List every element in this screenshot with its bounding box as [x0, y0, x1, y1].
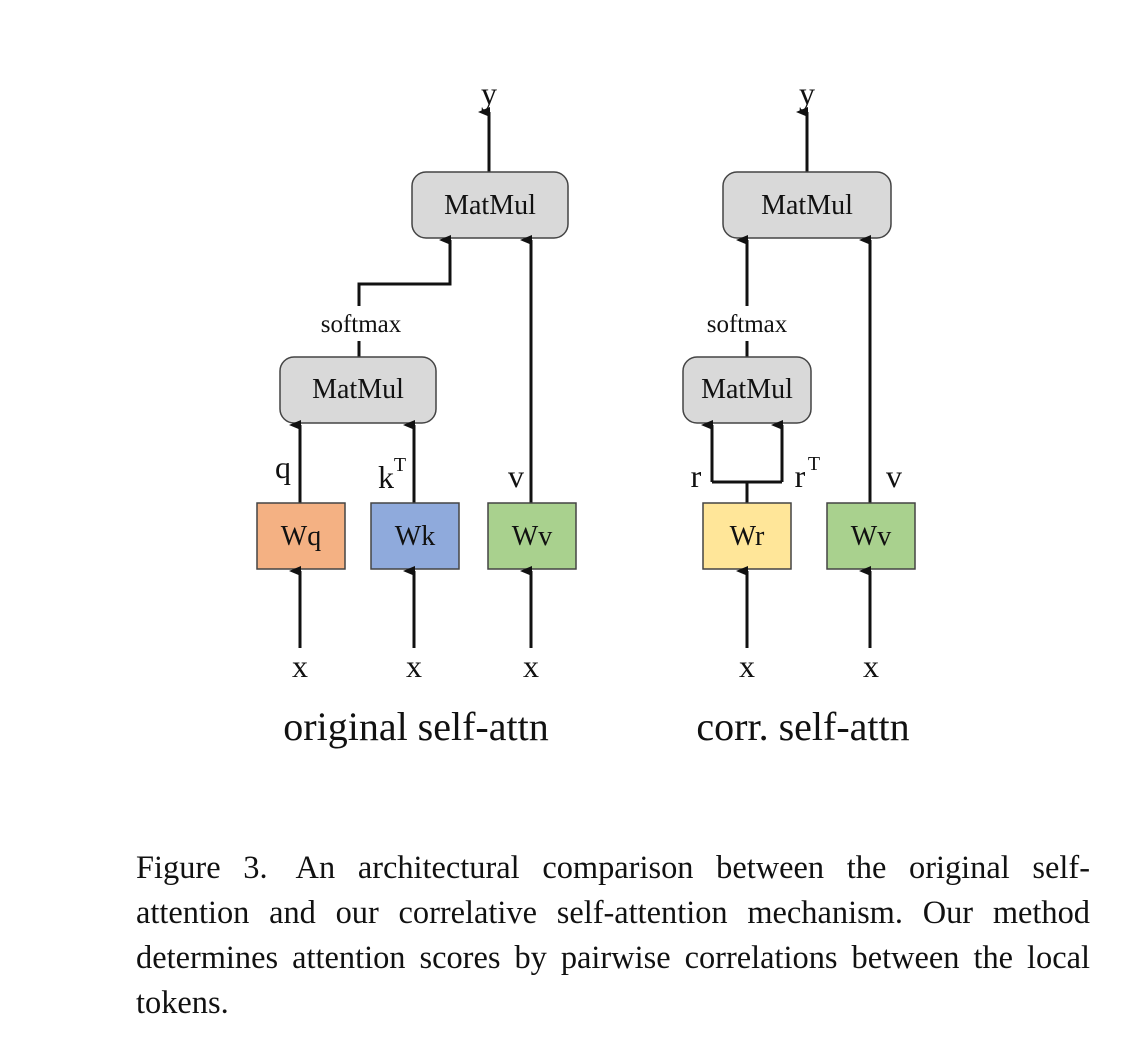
- left-input-x-2: x: [406, 648, 422, 684]
- left-q-label: q: [275, 449, 291, 485]
- right-inner-matmul-label: MatMul: [701, 374, 793, 405]
- left-wk-node: Wk: [370, 502, 460, 570]
- right-input-x-1: x: [739, 648, 755, 684]
- left-wq-label: Wq: [281, 521, 321, 552]
- left-top-matmul-node: MatMul: [411, 171, 569, 239]
- caption-text: An architectural comparison between the …: [136, 850, 1090, 1021]
- left-input-x-3: x: [523, 648, 539, 684]
- left-input-x-1: x: [292, 648, 308, 684]
- right-input-x-2: x: [863, 648, 879, 684]
- left-softmax-arrow: [357, 235, 452, 306]
- left-softmax-label: softmax: [321, 311, 402, 338]
- left-wk-label: Wk: [395, 521, 435, 552]
- right-softmax-label: softmax: [707, 311, 788, 338]
- left-inner-matmul-node: MatMul: [279, 356, 437, 424]
- right-diagram-title: corr. self-attn: [696, 704, 909, 749]
- right-wr-node: Wr: [702, 502, 792, 570]
- right-wr-label: Wr: [730, 521, 765, 552]
- right-r-label: r: [691, 458, 702, 494]
- right-wv-node: Wv: [826, 502, 916, 570]
- right-output-label: y: [799, 75, 815, 111]
- right-rt-label: r: [795, 458, 806, 494]
- original-self-attn-diagram: y MatMul v softmax MatMul q k T Wq: [256, 75, 577, 749]
- left-wv-node: Wv: [487, 502, 577, 570]
- right-inner-matmul-node: MatMul: [682, 356, 812, 424]
- right-top-matmul-label: MatMul: [761, 190, 853, 221]
- architecture-diagram: y MatMul v softmax MatMul q k T Wq: [256, 75, 916, 749]
- left-output-label: y: [481, 75, 497, 111]
- left-wq-node: Wq: [256, 502, 346, 570]
- figure-caption: Figure 3.An architectural comparison bet…: [136, 846, 1090, 1026]
- right-rt-superscript: T: [808, 453, 820, 475]
- left-diagram-title: original self-attn: [283, 704, 548, 749]
- left-v-label: v: [508, 458, 524, 494]
- left-k-superscript: T: [394, 454, 406, 476]
- left-k-label: k: [378, 459, 394, 495]
- figure-number: Figure 3.: [136, 850, 268, 886]
- left-inner-matmul-label: MatMul: [312, 374, 404, 405]
- left-wv-label: Wv: [512, 521, 552, 552]
- left-top-matmul-label: MatMul: [444, 190, 536, 221]
- right-top-matmul-node: MatMul: [722, 171, 892, 239]
- right-wv-label: Wv: [851, 521, 891, 552]
- corr-self-attn-diagram: y MatMul v softmax MatMul r r T Wr: [682, 75, 916, 749]
- right-v-label: v: [886, 458, 902, 494]
